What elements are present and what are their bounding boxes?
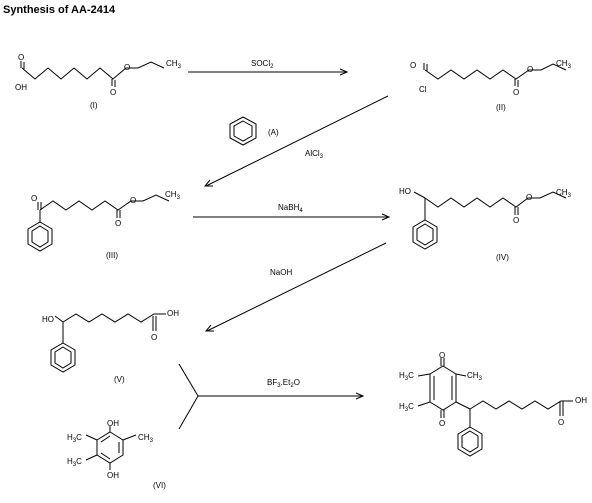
atom-subscript: 3 xyxy=(178,64,182,70)
reagent-subscript: 4 xyxy=(299,208,303,214)
atom-label: O xyxy=(513,88,519,97)
atom-label: O xyxy=(410,61,416,70)
atom-subscript: 3 xyxy=(177,195,181,201)
atom-subscript: 3 xyxy=(479,376,483,382)
atom-label: CH xyxy=(556,188,568,197)
atom-subscript: 3 xyxy=(73,438,77,444)
reagent-subscript: 3 xyxy=(277,383,281,389)
atom-label: H xyxy=(67,433,73,442)
product-compound: O O OH O H3C H3C CH3 xyxy=(399,351,587,457)
compound-label: (V) xyxy=(114,375,125,384)
atom-subscript: 3 xyxy=(568,193,572,199)
atom-label: OH xyxy=(15,83,27,92)
svg-text:AlCl3: AlCl3 xyxy=(305,149,324,160)
compound-label: (II) xyxy=(496,103,506,112)
atom-label: O xyxy=(31,194,37,203)
svg-text:CH3: CH3 xyxy=(556,188,572,199)
svg-text:CH3: CH3 xyxy=(165,190,181,201)
reagent-label: O xyxy=(294,378,300,387)
atom-label: O xyxy=(439,419,445,428)
page-title: Synthesis of AA-2414 xyxy=(3,4,116,16)
arrowhead xyxy=(381,213,391,221)
atom-label: HO xyxy=(42,315,54,324)
atom-label: O xyxy=(130,196,136,205)
atom-label: CH xyxy=(165,190,177,199)
reagent-label: BF xyxy=(267,378,277,387)
arrowhead xyxy=(339,68,349,76)
atom-label: CH xyxy=(166,59,178,68)
atom-label: O xyxy=(526,193,532,202)
atom-label: H xyxy=(67,457,73,466)
atom-subscript: 3 xyxy=(73,462,77,468)
atom-label: O xyxy=(558,418,564,427)
reaction-arrow xyxy=(205,95,389,187)
reagent-label: SOCl xyxy=(251,59,270,68)
reagent-label: .Et xyxy=(281,378,292,387)
atom-label: O xyxy=(110,88,116,97)
atom-label: H xyxy=(399,402,405,411)
compound-label: (IV) xyxy=(496,253,509,262)
atom-label: O xyxy=(527,65,533,74)
compound-4: HO O O CH3 (IV) xyxy=(399,187,572,262)
compound-label: (III) xyxy=(106,251,118,260)
compound-label: (I) xyxy=(90,101,98,110)
atom-label: OH xyxy=(575,396,587,405)
reagent-label: NaBH xyxy=(278,203,300,212)
atom-subscript: 3 xyxy=(405,376,409,382)
atom-label: C xyxy=(76,433,82,442)
atom-label: C xyxy=(408,371,414,380)
atom-subscript: 3 xyxy=(150,438,154,444)
reagent-subscript: 2 xyxy=(290,383,294,389)
atom-label: OH xyxy=(167,309,179,318)
atom-subscript: 3 xyxy=(405,407,409,413)
atom-label: CH xyxy=(556,59,568,68)
svg-text:H3C: H3C xyxy=(67,433,82,444)
reaction-arrow xyxy=(206,242,387,332)
compound-5: HO OH O (V) xyxy=(42,309,179,384)
atom-label: C xyxy=(408,402,414,411)
reagent-subscript: 2 xyxy=(270,64,274,70)
atom-label: OH xyxy=(107,419,119,428)
arrowhead xyxy=(203,179,213,187)
svg-text:BF3.Et2O: BF3.Et2O xyxy=(267,378,300,389)
compound-2: O Cl O O CH3 (II) xyxy=(410,59,572,112)
arrowhead xyxy=(355,392,365,400)
atom-label: Cl xyxy=(419,85,427,94)
svg-text:CH3: CH3 xyxy=(166,59,182,70)
atom-label: O xyxy=(439,351,445,360)
arrowhead xyxy=(204,324,214,332)
svg-text:NaBH4: NaBH4 xyxy=(278,203,303,214)
svg-text:H3C: H3C xyxy=(67,457,82,468)
atom-subscript: 3 xyxy=(568,64,572,70)
benzene-reactant: (A) xyxy=(229,116,279,146)
atom-label: O xyxy=(115,219,121,228)
merge-bracket xyxy=(178,363,199,430)
atom-label: O xyxy=(124,63,130,72)
atom-label: H xyxy=(399,371,405,380)
atom-label: H xyxy=(144,433,150,442)
svg-text:H3C: H3C xyxy=(399,371,414,382)
svg-text:SOCl2: SOCl2 xyxy=(251,59,274,70)
compound-1: O OH O O CH3 (I) xyxy=(15,53,182,110)
atom-label: O xyxy=(151,333,157,342)
reagent-label: AlCl xyxy=(305,149,320,158)
atom-label: O xyxy=(18,53,24,62)
compound-label: (VI) xyxy=(153,481,166,490)
atom-label: CH xyxy=(467,371,479,380)
compound-label: (A) xyxy=(268,128,279,137)
reagent-label: NaOH xyxy=(270,268,292,277)
atom-label: C xyxy=(76,457,82,466)
atom-label: HO xyxy=(399,187,411,196)
compound-3: O O O CH3 (III) xyxy=(27,190,181,260)
compound-6: OH OH CH3 H3C H3C (VI) xyxy=(67,419,166,490)
atom-label: C xyxy=(138,433,144,442)
svg-text:CH3: CH3 xyxy=(556,59,572,70)
atom-label: O xyxy=(513,216,519,225)
svg-text:H3C: H3C xyxy=(399,402,414,413)
atom-label: OH xyxy=(107,471,119,480)
reagent-subscript: 3 xyxy=(320,154,324,160)
svg-text:CH3: CH3 xyxy=(467,371,483,382)
svg-text:CH3: CH3 xyxy=(138,433,154,444)
